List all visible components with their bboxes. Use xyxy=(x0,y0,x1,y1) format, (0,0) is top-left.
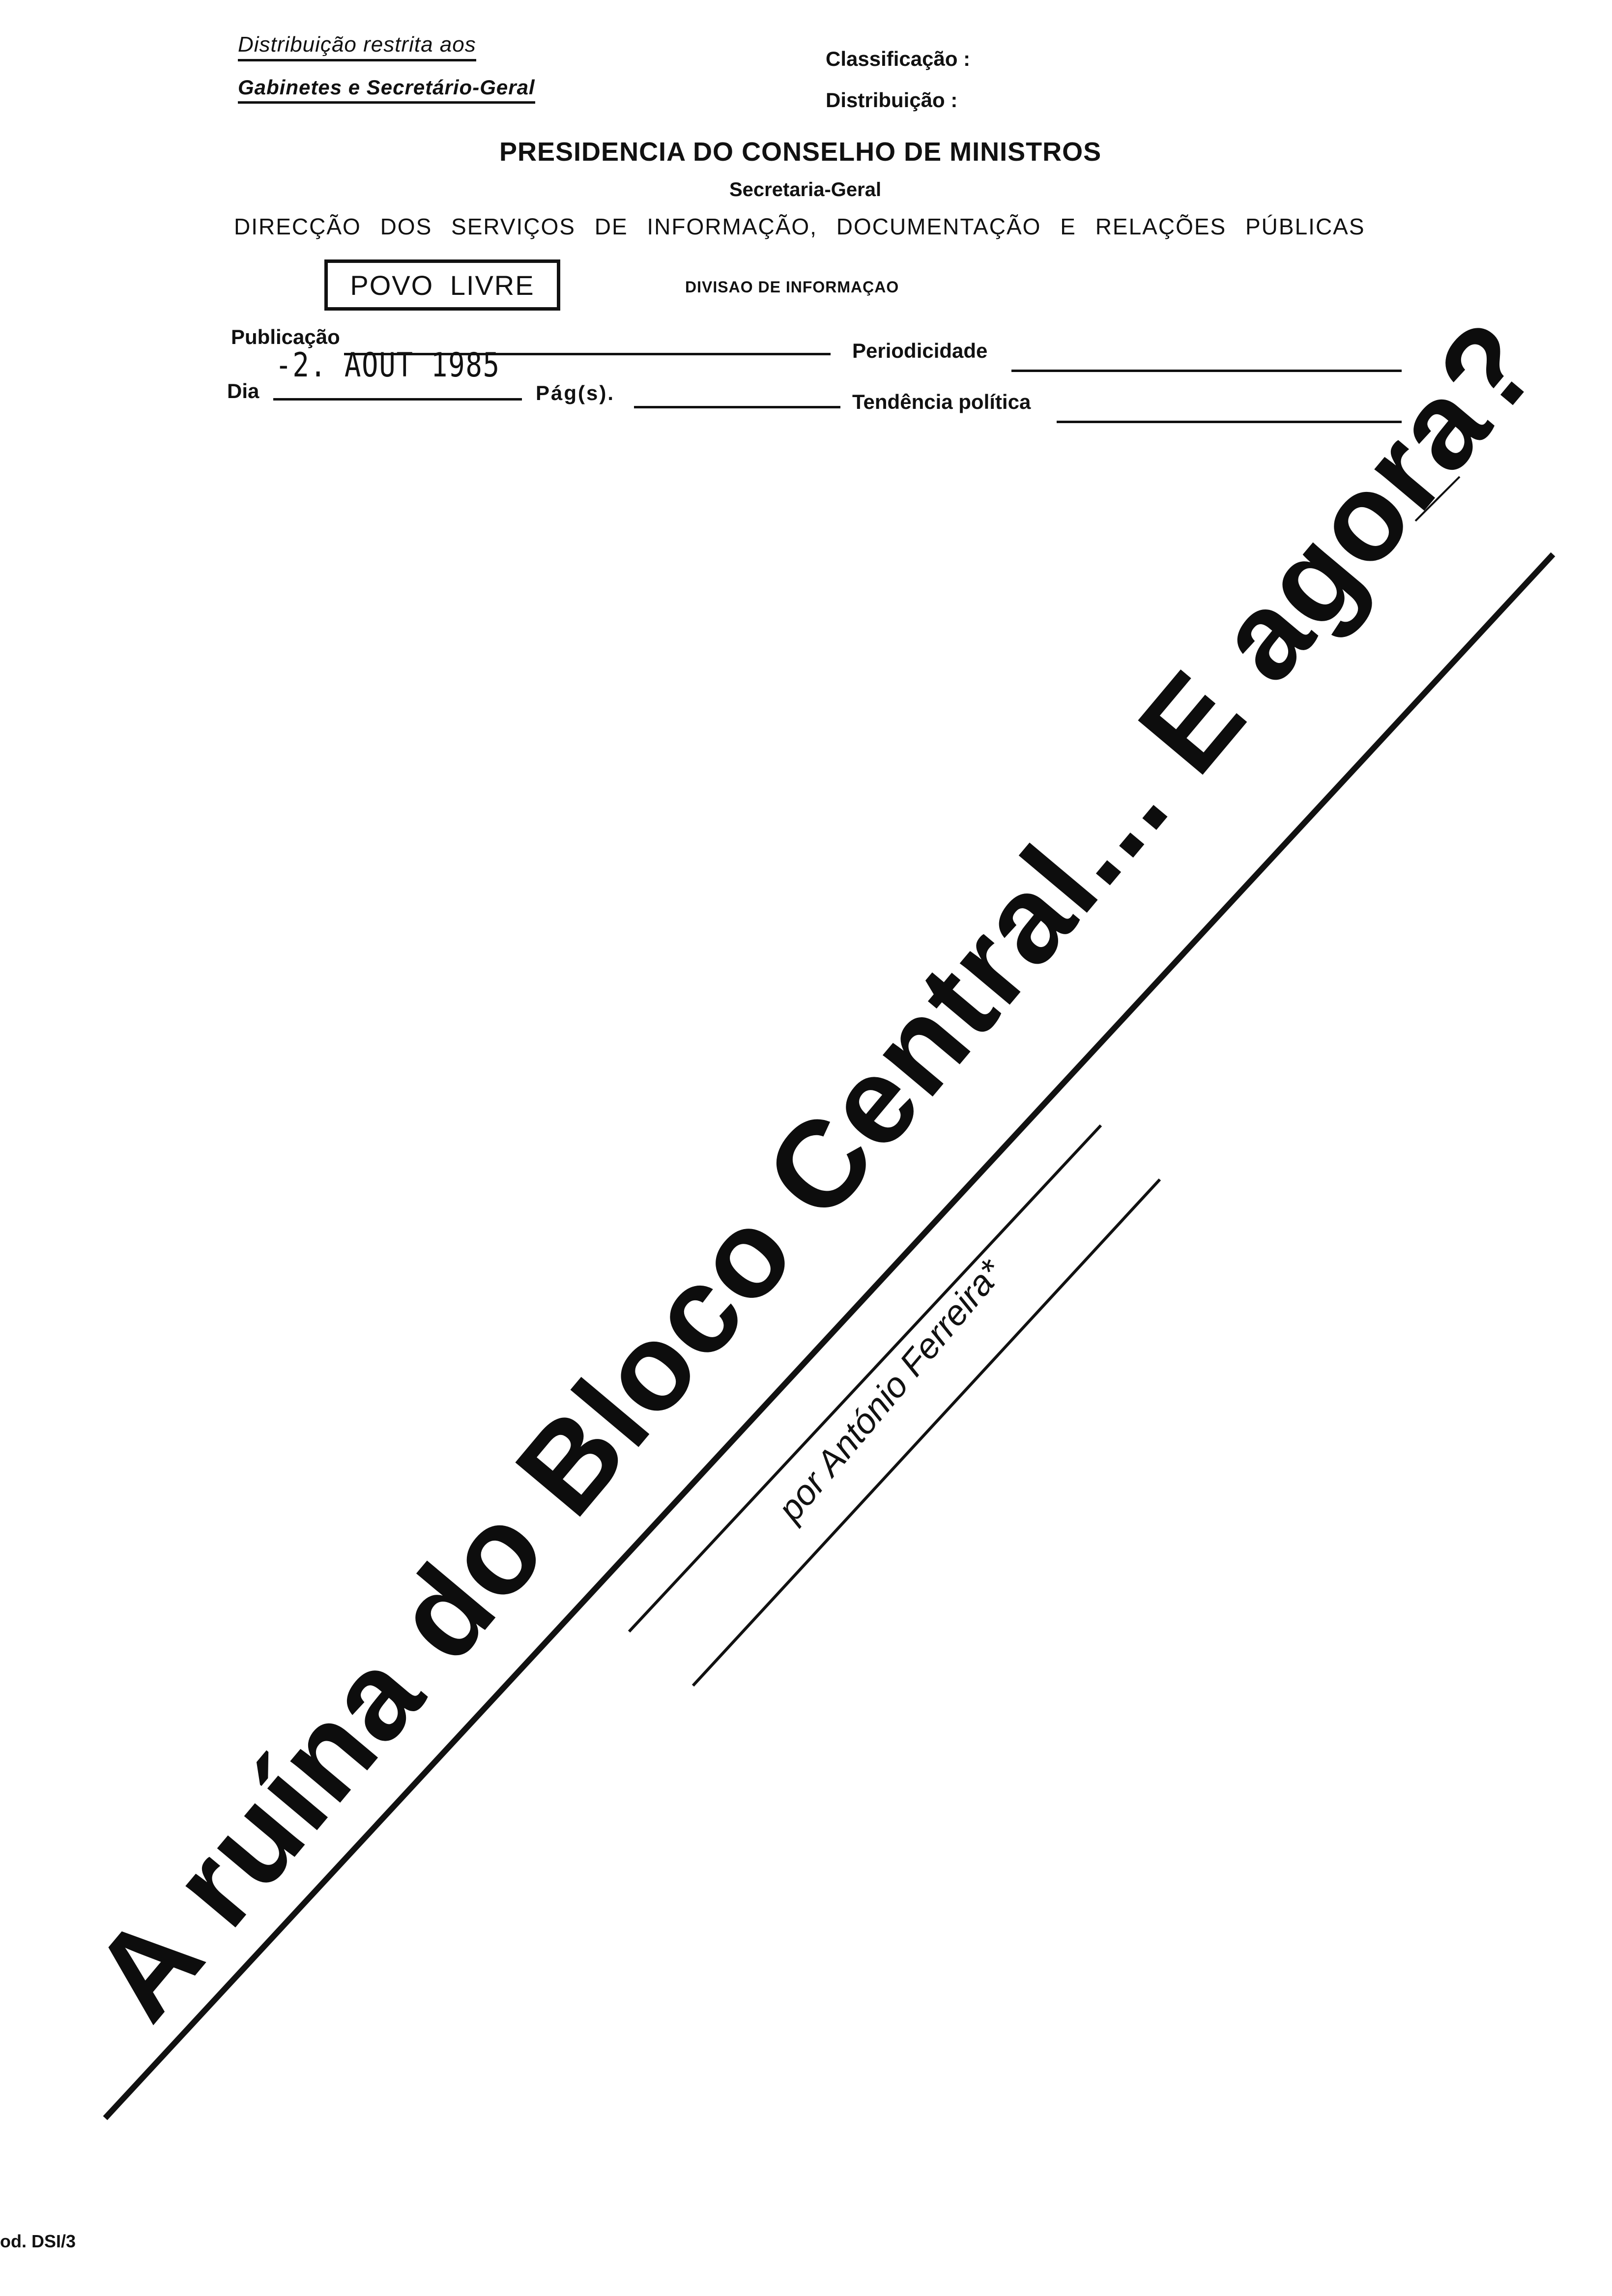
margin-mark xyxy=(1414,476,1461,522)
publication-stamp-box: POVO LIVRE xyxy=(324,259,560,311)
publicacao-label: Publicação xyxy=(231,325,340,348)
ministry-title: PRESIDENCIA DO CONSELHO DE MINISTROS xyxy=(499,137,1102,167)
distribuicao-label: Distribuição : xyxy=(826,88,958,112)
form-code: od. DSI/3 xyxy=(0,2231,76,2251)
headline-underline xyxy=(103,552,1555,2121)
byline-rule-1 xyxy=(628,1124,1102,1633)
periodicidade-rule xyxy=(1011,370,1402,372)
publicacao-rule xyxy=(344,353,831,355)
secretaria-subtitle: Secretaria-Geral xyxy=(729,179,882,201)
tendencia-rule xyxy=(1057,421,1402,423)
tendencia-label: Tendência política xyxy=(852,390,1031,413)
pags-rule xyxy=(634,406,840,408)
distribution-note-line2: Gabinetes e Secretário-Geral xyxy=(238,76,535,104)
dia-rule xyxy=(273,398,522,401)
divisao-label: DIVISAO DE INFORMAÇAO xyxy=(685,278,899,296)
periodicidade-label: Periodicidade xyxy=(852,339,988,362)
publication-stamp-text: POVO LIVRE xyxy=(350,269,535,301)
classificacao-label: Classificação : xyxy=(826,47,971,70)
dia-label: Dia xyxy=(227,379,259,402)
direccao-title: DIRECÇÃO DOS SERVIÇOS DE INFORMAÇÃO, DOC… xyxy=(234,214,1365,239)
byline-rule-2 xyxy=(691,1178,1161,1687)
distribution-note-line1: Distribuição restrita aos xyxy=(238,32,476,61)
dia-stamp-value: -2. AOUT 1985 xyxy=(275,346,500,385)
pags-label: Pág(s). xyxy=(536,381,615,404)
